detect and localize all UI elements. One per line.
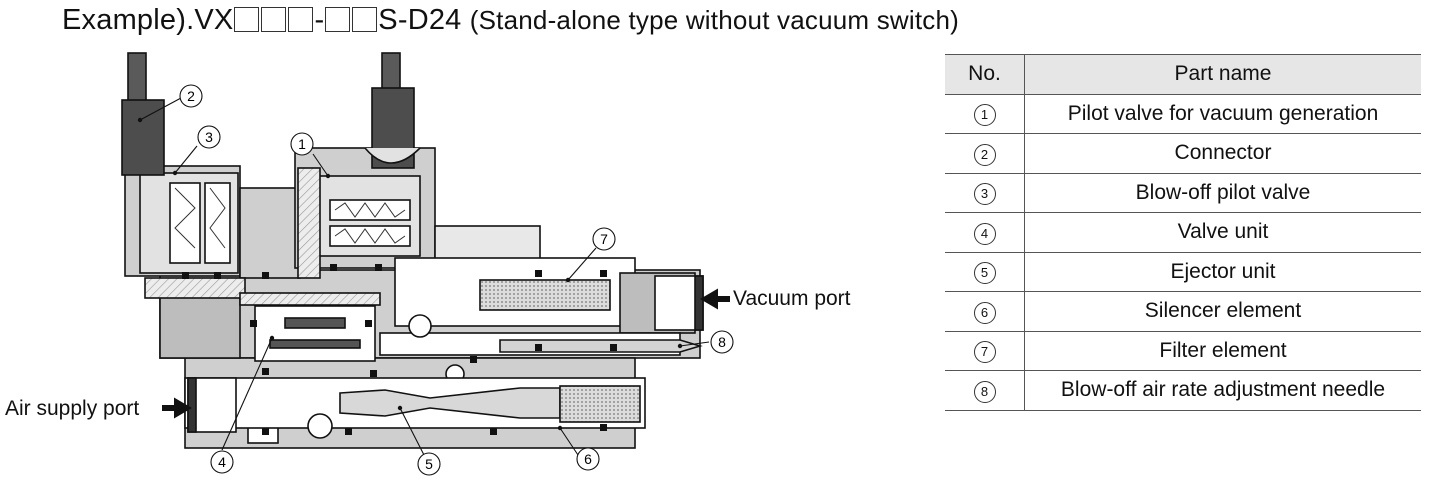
number-circle: 1 (973, 104, 996, 127)
placeholder-box (234, 7, 260, 32)
callout-7: 7 (592, 227, 616, 251)
pilot-valve-vacuum (297, 167, 421, 279)
seal-marks (182, 264, 617, 435)
row-no: 4 (945, 212, 1025, 253)
table-header-row: No. Part name (945, 54, 1421, 95)
row-no: 8 (945, 370, 1025, 411)
row-part-name: Blow-off air rate adjustment needle (1024, 370, 1421, 411)
callout-4: 4 (210, 450, 234, 474)
air-supply-fitting (187, 377, 237, 433)
air-supply-port-label: Air supply port (5, 397, 140, 420)
table-row: 7 Filter element (945, 331, 1421, 371)
callout-2: 2 (179, 84, 203, 108)
model-hyphen: - (314, 4, 325, 36)
diagram-title: Example).VX - S-D24 (Stand-alone type with… (62, 4, 959, 37)
svg-text:2: 2 (187, 88, 195, 104)
row-part-name: Pilot valve for vacuum generation (1024, 94, 1421, 134)
vacuum-port-fitting (654, 275, 704, 331)
row-no: 1 (945, 94, 1025, 134)
header-part-name: Part name (1024, 54, 1421, 95)
svg-text:1: 1 (298, 136, 306, 152)
callout-6: 6 (576, 447, 600, 471)
placeholder-box (261, 7, 287, 32)
row-part-name: Ejector unit (1024, 252, 1421, 292)
number-circle: 5 (973, 262, 996, 285)
row-no: 7 (945, 331, 1025, 371)
callout-1: 1 (290, 132, 314, 156)
table-row: 2 Connector (945, 133, 1421, 174)
model-prefix: Example).VX (62, 4, 234, 36)
svg-text:5: 5 (425, 456, 433, 472)
number-circle: 2 (973, 143, 996, 166)
callout-3: 3 (197, 125, 221, 149)
row-no: 5 (945, 252, 1025, 292)
callout-5: 5 (417, 452, 441, 476)
vacuum-port-label: Vacuum port (733, 287, 851, 310)
placeholder-box (352, 7, 378, 32)
row-part-name: Valve unit (1024, 212, 1421, 253)
blow-off-pilot-valve (139, 172, 239, 274)
header-no: No. (945, 54, 1025, 95)
table-row: 5 Ejector unit (945, 252, 1421, 292)
table-row: 4 Valve unit (945, 212, 1421, 253)
table-row: 8 Blow-off air rate adjustment needle (945, 370, 1421, 411)
svg-text:7: 7 (600, 231, 608, 247)
table-row: 1 Pilot valve for vacuum generation (945, 94, 1421, 134)
callout-8: 8 (710, 330, 734, 354)
model-description: (Stand-alone type without vacuum switch) (469, 5, 959, 35)
row-no: 2 (945, 133, 1025, 174)
number-circle: 7 (973, 341, 996, 364)
svg-text:3: 3 (205, 129, 213, 145)
row-part-name: Filter element (1024, 331, 1421, 371)
air-supply-arrow (162, 397, 192, 419)
cross-section-drawing: 1 2 3 4 5 6 7 8 (121, 52, 734, 476)
table-row: 3 Blow-off pilot valve (945, 173, 1421, 213)
table-row: 6 Silencer element (945, 291, 1421, 332)
row-part-name: Connector (1024, 133, 1421, 174)
placeholder-box (288, 7, 314, 32)
connector-right (364, 52, 421, 169)
leader-lines (137, 97, 710, 459)
svg-text:8: 8 (718, 334, 726, 350)
connector-left (121, 52, 165, 176)
row-part-name: Blow-off pilot valve (1024, 173, 1421, 213)
row-part-name: Silencer element (1024, 291, 1421, 332)
vacuum-port-arrow (700, 288, 730, 310)
number-circle: 4 (973, 222, 996, 245)
row-no: 6 (945, 291, 1025, 332)
model-suffix: S-D24 (378, 4, 462, 36)
placeholder-box (325, 7, 351, 32)
svg-text:6: 6 (584, 451, 592, 467)
svg-text:4: 4 (218, 454, 226, 470)
row-no: 3 (945, 173, 1025, 213)
number-circle: 8 (973, 380, 996, 403)
number-circle: 3 (973, 183, 996, 206)
parts-table: No. Part name 1 Pilot valve for vacuum ge… (945, 54, 1421, 411)
number-circle: 6 (973, 301, 996, 324)
